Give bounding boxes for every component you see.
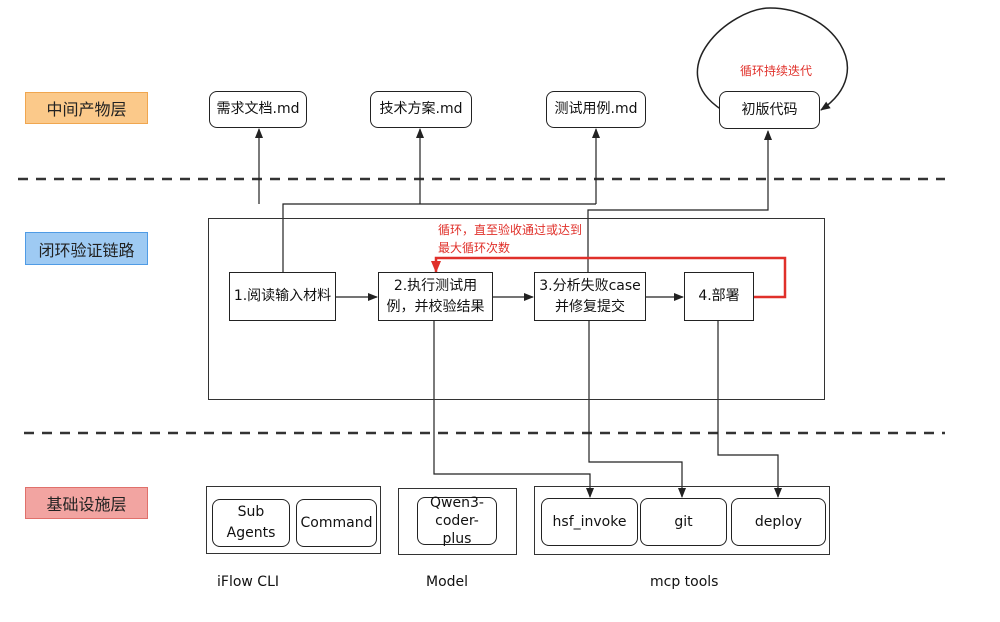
iteration-loop-arrow — [696, 7, 849, 111]
model-caption: Model — [426, 574, 469, 590]
layer-label-artifact: 中间产物层 — [25, 92, 148, 124]
mcp-deploy: deploy — [731, 498, 826, 546]
iflow-sub-agents: Sub Agents — [212, 499, 290, 547]
layer-label-infra: 基础设施层 — [25, 487, 148, 519]
loop-note: 循环，直至验收通过或达到最大循环次数 — [438, 223, 583, 255]
step-run-tests: 2.执行测试用例，并校验结果 — [378, 272, 493, 321]
edge-fix-to-code — [587, 130, 772, 276]
model-qwen: Qwen3-coder-plus — [417, 495, 497, 547]
iteration-note: 循环持续迭代 — [739, 64, 812, 78]
artifact-requirements-doc: 需求文档.md — [209, 91, 307, 128]
iflow-frame — [206, 486, 381, 554]
step-read-input: 1.阅读输入材料 — [229, 272, 336, 321]
edge-read-to-artifacts — [282, 203, 596, 272]
mcp-caption: mcp tools — [650, 574, 719, 590]
edge-fix-to-git — [588, 321, 686, 498]
loop-frame — [208, 218, 825, 400]
model-frame — [398, 488, 517, 555]
loop-back-arrow — [431, 256, 787, 299]
mcp-hsf-invoke: hsf_invoke — [541, 498, 638, 546]
edge-deploy-to-deploy — [717, 321, 782, 498]
artifact-test-cases: 测试用例.md — [546, 91, 646, 128]
mcp-git: git — [640, 498, 727, 546]
step-deploy: 4.部署 — [684, 272, 754, 321]
layer-label-loop: 闭环验证链路 — [25, 232, 148, 265]
edge-tests-to-hsf — [433, 321, 594, 498]
artifact-tech-plan: 技术方案.md — [370, 91, 472, 128]
artifact-initial-code: 初版代码 — [719, 91, 820, 129]
iflow-caption: iFlow CLI — [217, 574, 280, 590]
iflow-command: Command — [296, 499, 377, 547]
step-analyze-fix: 3.分析失败case并修复提交 — [534, 272, 646, 321]
mcp-frame — [534, 486, 830, 555]
